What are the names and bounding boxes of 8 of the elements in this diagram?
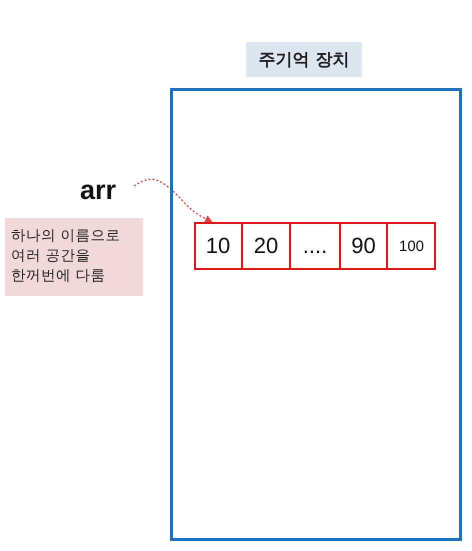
array-cell: 90 [340, 222, 387, 270]
array-box [194, 222, 436, 270]
variable-name: arr [80, 172, 136, 208]
arrow [134, 178, 213, 223]
memory-heading: 주기억 장치 [246, 42, 362, 77]
note-box: 하나의 이름으로 여러 공간을 한꺼번에 다룸 [5, 218, 143, 296]
array-cell: 20 [242, 222, 290, 270]
array-cell: .... [290, 222, 340, 270]
